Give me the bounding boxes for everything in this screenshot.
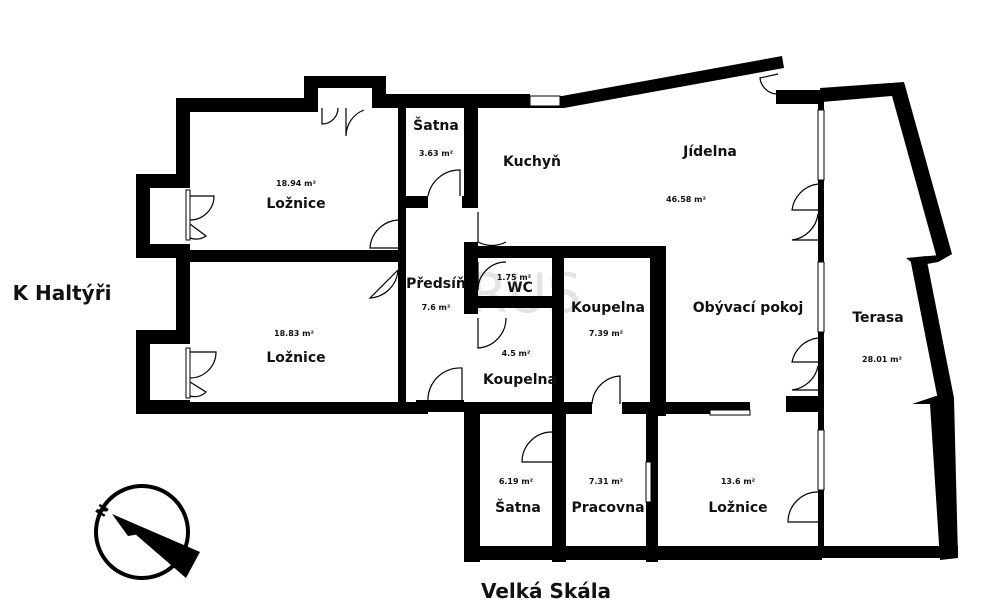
room-area-predsin: 7.6 m² <box>422 303 451 312</box>
room-name-terasa: Terasa <box>852 310 903 326</box>
room-name-kuchyn: Kuchyň <box>503 154 561 170</box>
room-area-koupelna-2: 4.5 m² <box>502 349 531 358</box>
room-area-satna-2: 6.19 m² <box>499 477 534 486</box>
room-name-koupelna-1: Koupelna <box>571 300 645 316</box>
room-name-koupelna-2: Koupelna <box>483 372 557 388</box>
street-label-west: K Haltýři <box>13 281 112 305</box>
room-name-obyvaci-pokoj: Obývací pokoj <box>693 300 804 316</box>
room-name-jidelna: Jídelna <box>682 144 737 160</box>
windows <box>185 95 825 503</box>
room-area-satna-1: 3.63 m² <box>419 149 454 158</box>
room-area-wc: 1.75 m² <box>497 273 532 282</box>
room-area-loznice-1: 18.94 m² <box>276 179 316 188</box>
room-name-satna-1: Šatna <box>413 116 459 134</box>
room-area-jidelna: 46.58 m² <box>666 195 706 204</box>
room-area-loznice-3: 13.6 m² <box>721 477 756 486</box>
room-area-terasa: 28.01 m² <box>862 355 902 364</box>
room-name-loznice-2: Ložnice <box>266 350 325 366</box>
room-labels: 18.94 m² Ložnice Šatna 3.63 m² Kuchyň Jí… <box>266 116 903 516</box>
compass-icon: N <box>93 484 200 580</box>
room-name-pracovna: Pracovna <box>571 500 644 516</box>
room-area-pracovna: 7.31 m² <box>589 477 624 486</box>
doors <box>189 73 819 523</box>
room-name-loznice-3: Ložnice <box>708 500 767 516</box>
room-area-koupelna-1: 7.39 m² <box>589 329 624 338</box>
room-name-satna-2: Šatna <box>495 498 541 516</box>
compass-north-label: N <box>93 502 113 520</box>
street-label-south: Velká Skála <box>481 579 611 603</box>
room-name-predsin: Předsíň <box>406 276 466 292</box>
room-area-loznice-2: 18.83 m² <box>274 329 314 338</box>
room-name-loznice-1: Ložnice <box>266 196 325 212</box>
room-name-wc: WC <box>507 280 533 296</box>
